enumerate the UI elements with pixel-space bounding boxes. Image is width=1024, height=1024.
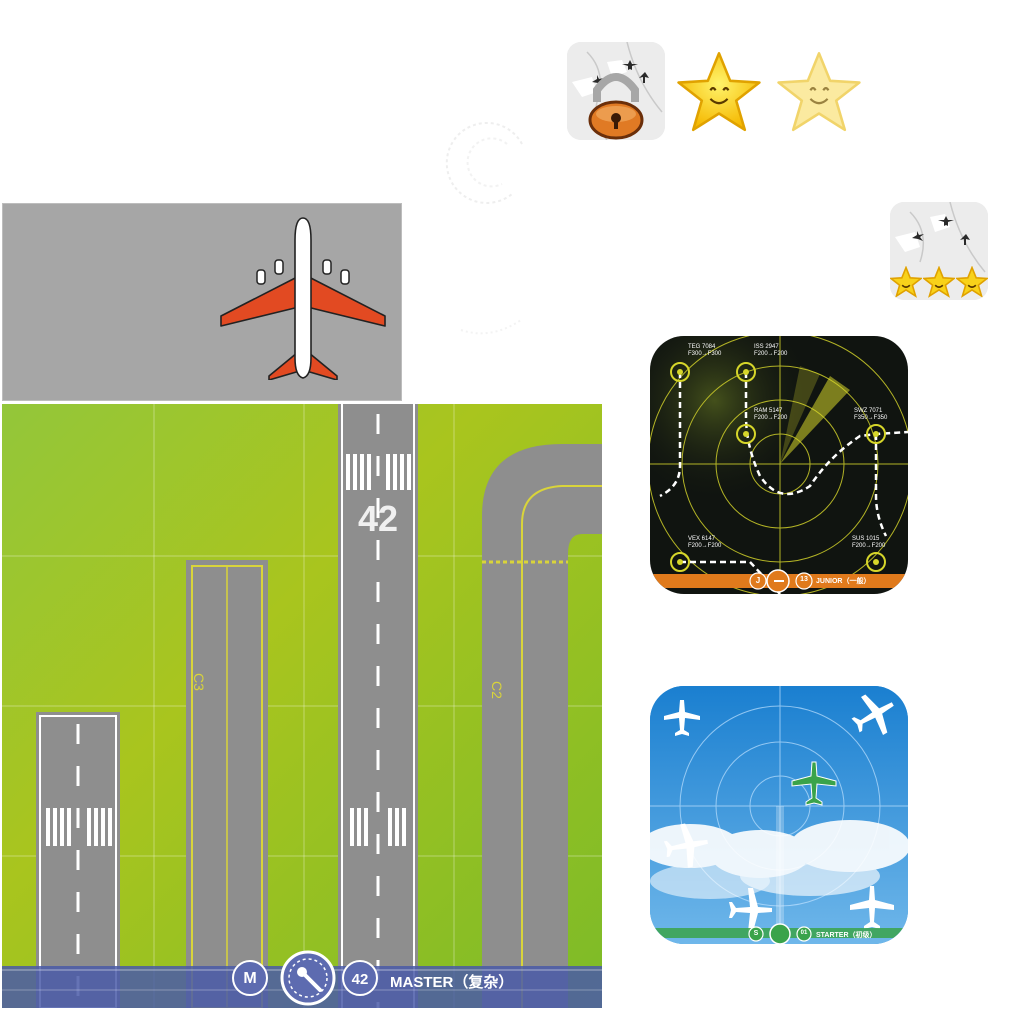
smiley-star-icon (922, 266, 955, 298)
level-number: 13 (800, 576, 808, 583)
taxiway-label-c3: C3 (190, 673, 207, 691)
world-map-icon (567, 42, 665, 140)
difficulty-label: STARTER（初级） (816, 932, 877, 939)
loading-spinner-icon (432, 104, 542, 214)
airport-map-graphic (2, 404, 602, 1008)
padlock-icon (588, 73, 644, 140)
sky-radar-graphic (650, 686, 908, 944)
difficulty-label: MASTER（复杂） (390, 974, 514, 991)
mode-letter: J (755, 576, 761, 585)
ghost-mark (456, 300, 526, 340)
plane-sprite-tile (2, 203, 402, 401)
taxiway-label-c2: C2 (488, 681, 505, 699)
level-thumbnail-icon[interactable] (890, 202, 988, 300)
radar-graphic (650, 336, 908, 594)
smiley-star-icon (677, 52, 761, 132)
smiley-star-icon (777, 52, 861, 132)
runway-key-icon (769, 923, 791, 944)
difficulty-label: JUNIOR（一般） (816, 578, 871, 585)
locked-level-icon[interactable] (567, 42, 665, 140)
star-filled (676, 50, 762, 134)
smiley-star-icon (890, 266, 923, 298)
level-number: 42 (351, 971, 369, 988)
runway-number: 42 (357, 498, 399, 539)
level-number: 01 (800, 930, 808, 936)
smiley-star-icon (955, 266, 988, 298)
starter-level-card[interactable]: S 01 STARTER（初级） (650, 686, 908, 944)
three-star-rating (890, 266, 988, 300)
mode-letter: M (243, 970, 257, 987)
star-dim (776, 50, 862, 134)
airplane-icon (664, 700, 700, 736)
master-airport-map: 42 C3 C2 M 42 MASTER（复杂） (2, 404, 602, 1008)
airplane-icon (220, 217, 386, 380)
mode-letter: S (753, 930, 759, 937)
